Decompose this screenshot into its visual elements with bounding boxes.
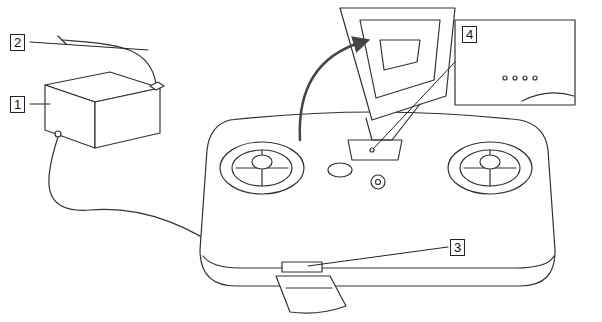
callout-number: 3: [450, 239, 465, 256]
callout-number: 1: [10, 96, 25, 113]
callout-number: 2: [10, 34, 25, 51]
phone-holder: [340, 8, 455, 140]
remote-controller: [200, 112, 555, 313]
leader-lines: [30, 42, 455, 266]
callout-number: 4: [462, 26, 477, 43]
ac-adaptor: [45, 72, 164, 148]
dc-cord: [49, 137, 226, 252]
indicator-zoom: [455, 20, 575, 105]
rotate-arrow: [300, 42, 362, 140]
